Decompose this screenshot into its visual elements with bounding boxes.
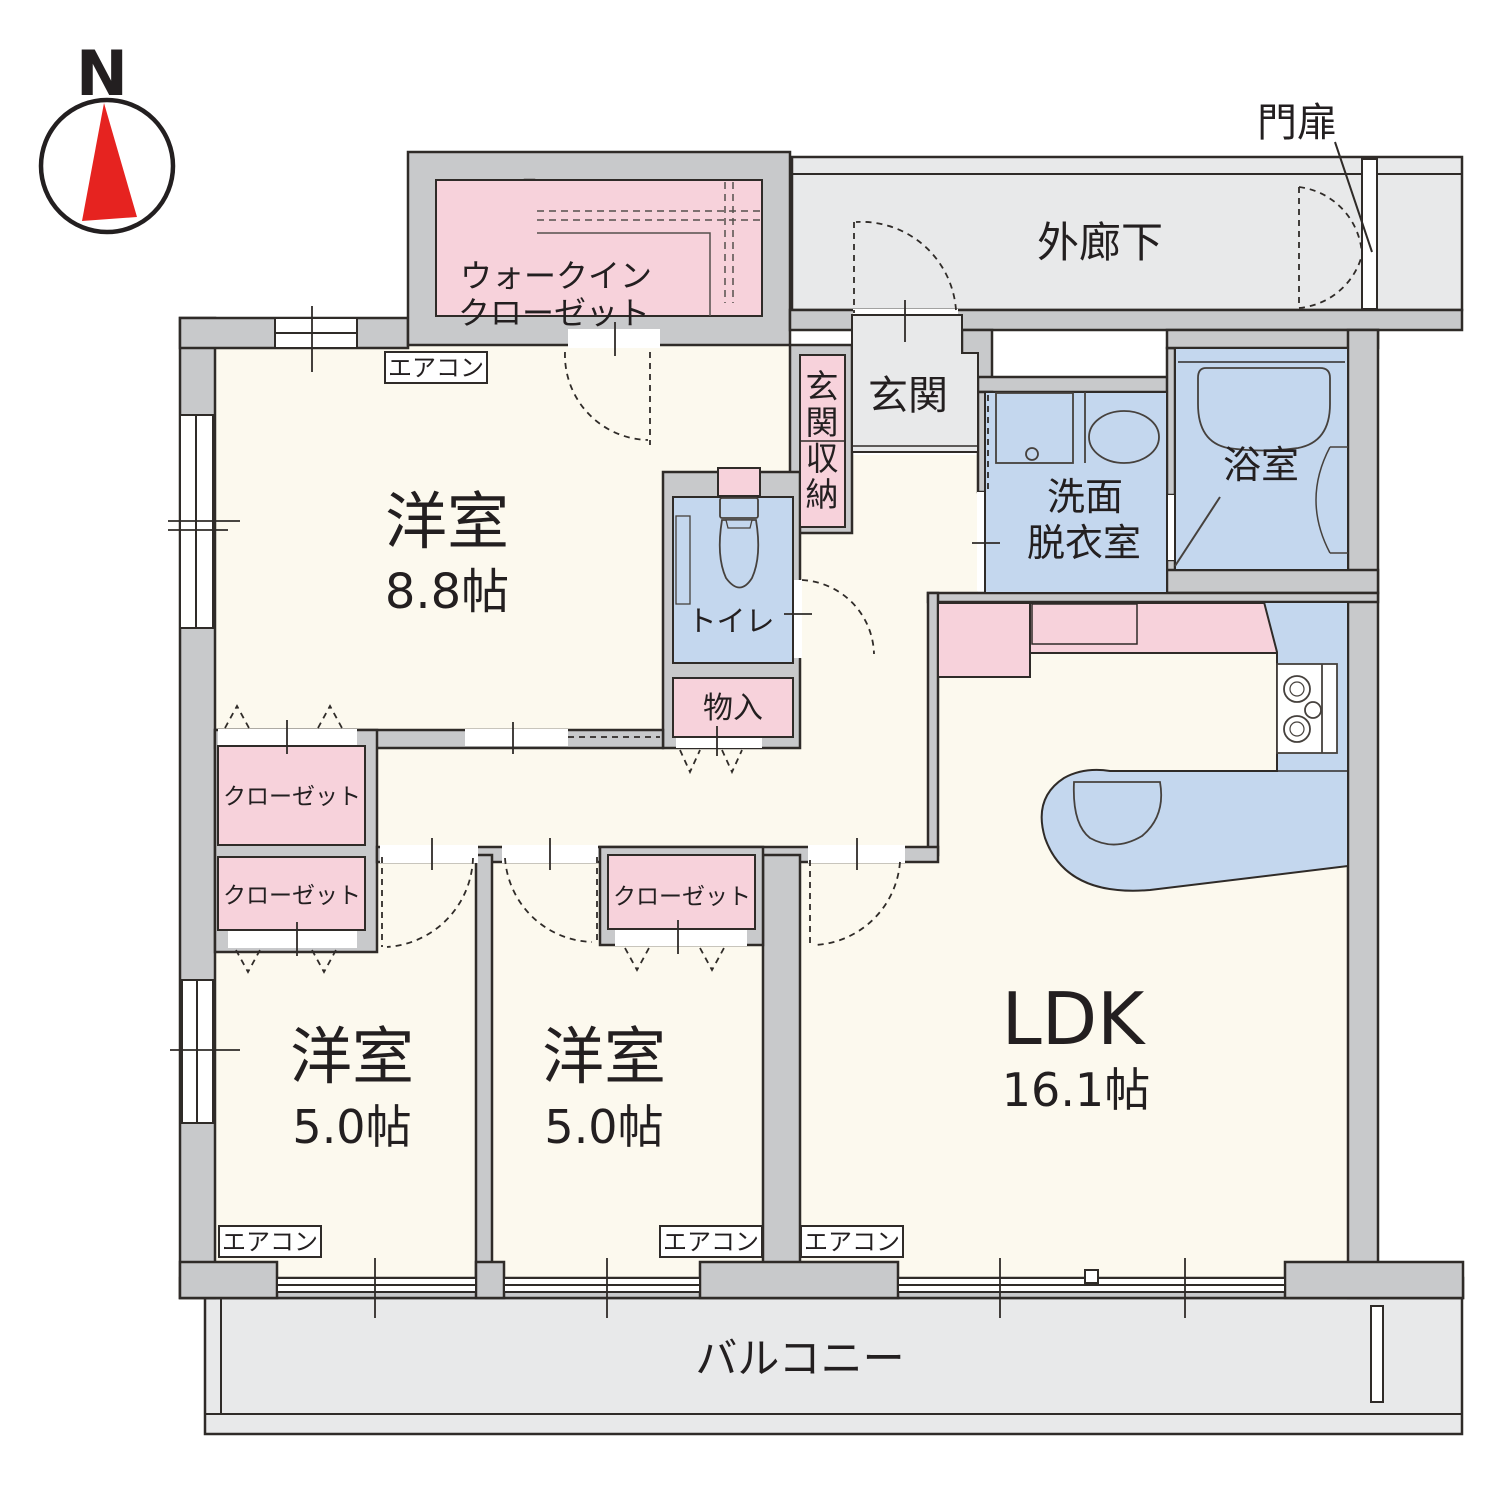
svg-text:関: 関 bbox=[806, 403, 839, 442]
ldk-door bbox=[809, 860, 901, 947]
toilet-door bbox=[801, 579, 875, 655]
toilet-label: トイレ bbox=[687, 604, 774, 638]
gate-label: 門扉 bbox=[1257, 100, 1337, 146]
closet2-bifold bbox=[235, 949, 337, 974]
closet2-area bbox=[217, 856, 366, 931]
storage-bifold bbox=[679, 749, 743, 775]
svg-text:LDK: LDK bbox=[1002, 977, 1147, 1061]
washroom-fixtures bbox=[995, 392, 1160, 464]
closet2-label: クローゼット bbox=[223, 883, 361, 909]
entrance-door bbox=[853, 220, 957, 313]
closet1-area bbox=[217, 745, 366, 846]
kitchen-cabinet-top bbox=[1029, 602, 1278, 654]
aircon-label-2: エアコン bbox=[222, 1228, 318, 1256]
kitchen-sink bbox=[1072, 781, 1163, 846]
washroom-area bbox=[984, 391, 1168, 594]
wic-door bbox=[564, 351, 651, 445]
svg-text:洗面: 洗面 bbox=[1047, 475, 1123, 519]
closet1-label: クローゼット bbox=[223, 784, 361, 810]
svg-text:洋室: 洋室 bbox=[542, 1020, 666, 1093]
walk-in-closet-area bbox=[435, 179, 763, 317]
room-main-label: 洋室 8.8帖 bbox=[385, 485, 509, 620]
aircon-labels: エアコン エアコン エアコン エアコン bbox=[218, 351, 904, 1258]
svg-text:ウォークイン: ウォークイン bbox=[460, 257, 652, 295]
bathroom-label: 浴室 bbox=[1223, 443, 1299, 487]
room-a-door bbox=[381, 857, 474, 948]
closet3-label: クローゼット bbox=[613, 884, 751, 910]
bath-door bbox=[1174, 496, 1221, 567]
closet1-bifold bbox=[224, 704, 343, 729]
walk-in-closet-detail bbox=[537, 182, 760, 316]
storage-label: 物入 bbox=[703, 691, 763, 726]
svg-text:納: 納 bbox=[806, 475, 839, 514]
svg-text:5.0帖: 5.0帖 bbox=[544, 1100, 663, 1154]
bathtub bbox=[1197, 367, 1331, 452]
toilet-fixture bbox=[675, 497, 760, 605]
storage-area bbox=[672, 677, 794, 738]
gate-leader-line bbox=[1334, 141, 1373, 253]
aircon-label-1: エアコン bbox=[388, 354, 484, 382]
svg-text:収: 収 bbox=[806, 439, 839, 478]
outer-corridor bbox=[790, 155, 1464, 312]
compass-n-label: N bbox=[76, 37, 128, 110]
ldk-label: LDK 16.1帖 bbox=[1002, 977, 1151, 1117]
svg-text:脱衣室: 脱衣室 bbox=[1027, 521, 1141, 565]
svg-text:5.0帖: 5.0帖 bbox=[292, 1100, 411, 1154]
entrance-floor bbox=[851, 314, 979, 453]
room-a-label: 洋室 5.0帖 bbox=[290, 1020, 414, 1154]
balcony-label: バルコニー bbox=[695, 1334, 904, 1383]
svg-text:洋室: 洋室 bbox=[290, 1020, 414, 1093]
room-b-label: 洋室 5.0帖 bbox=[542, 1020, 666, 1154]
room-b-door bbox=[504, 857, 598, 945]
washroom-label: 洗面 脱衣室 bbox=[1027, 475, 1141, 565]
aircon-label-4: エアコン bbox=[804, 1228, 900, 1256]
corridor-label: 外廊下 bbox=[1037, 218, 1163, 267]
door-swings bbox=[224, 220, 989, 974]
wet-areas bbox=[672, 347, 1349, 892]
closet3-bifold bbox=[624, 947, 725, 972]
entrance-label: 玄関 bbox=[868, 373, 948, 419]
entrance-storage-label: 玄 関 収 納 bbox=[806, 367, 839, 514]
svg-text:クローゼット: クローゼット bbox=[458, 294, 650, 332]
toilet-shelf bbox=[717, 467, 761, 497]
kitchen-cabinet-left bbox=[937, 602, 1031, 678]
aircon-label-3: エアコン bbox=[663, 1228, 759, 1256]
svg-text:8.8帖: 8.8帖 bbox=[385, 564, 509, 620]
walk-in-closet-label: ウォークイン クローゼット bbox=[458, 257, 652, 332]
svg-text:洋室: 洋室 bbox=[385, 485, 509, 558]
opening-ticks bbox=[286, 300, 1000, 956]
stove bbox=[1276, 663, 1338, 754]
compass-north-icon: N bbox=[38, 37, 176, 235]
gate bbox=[1361, 158, 1378, 310]
windows bbox=[168, 306, 1286, 1318]
svg-text:玄: 玄 bbox=[806, 367, 839, 406]
balcony-partition bbox=[1370, 1305, 1384, 1403]
closet3-area bbox=[607, 854, 756, 930]
svg-text:16.1帖: 16.1帖 bbox=[1002, 1063, 1150, 1117]
